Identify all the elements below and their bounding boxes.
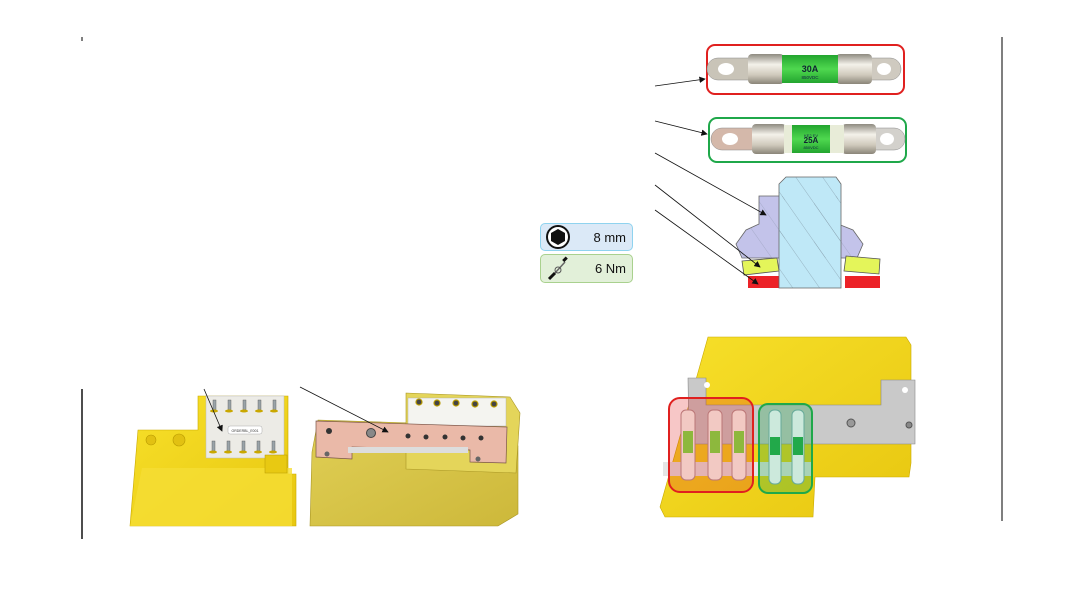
busbar-right (845, 276, 880, 288)
photo-base-with-terminal-block: ORDERBL_E001 (129, 388, 297, 527)
photo-assembled-fuse-block (659, 336, 916, 518)
socket-size-box: 8 mm (540, 223, 633, 251)
right-border-line (1001, 37, 1003, 521)
washer-right (843, 255, 881, 275)
left-border-line (81, 389, 83, 539)
fuse-25a: 25A KE2 EV 850VDC (708, 117, 907, 163)
busbar-left (748, 276, 780, 288)
fuse-25a-voltage: 850VDC (803, 145, 818, 150)
cad-render-busbar (299, 386, 521, 527)
fuse-30a-voltage: 850VDC (801, 75, 819, 80)
bolt-cross-section (735, 176, 881, 289)
callout-arrows-right (654, 76, 767, 285)
fuse-25a-series: KE2 EV (804, 133, 818, 138)
red-fuse-group (668, 397, 754, 493)
fuse-25a-rating: 25A (804, 136, 819, 145)
washer-left (741, 257, 780, 276)
green-fuse-group (758, 403, 813, 494)
fuse-25a-highlight (708, 117, 907, 163)
left-border-tick (81, 37, 83, 41)
terminal-label: ORDERBL_E001 (231, 429, 258, 433)
socket-size-value: 8 mm (593, 229, 627, 245)
torque-box: 6 Nm (540, 254, 633, 283)
torque-value: 6 Nm (594, 261, 626, 276)
fuse-30a: 30A 850VDC (706, 44, 905, 95)
torque-wrench-icon (547, 255, 568, 280)
fuse-30a-rating: 30A (802, 64, 819, 74)
hex-socket-icon (546, 225, 570, 249)
